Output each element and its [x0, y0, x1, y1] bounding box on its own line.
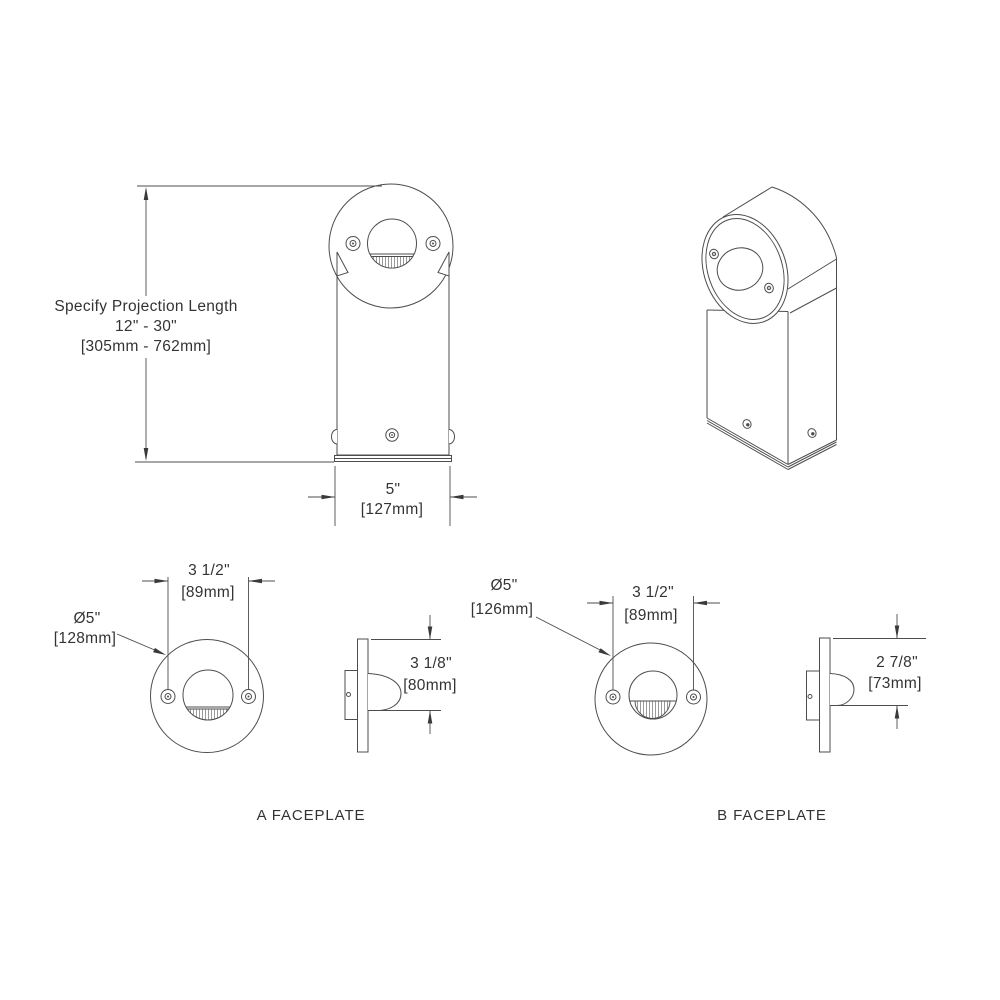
leader-arrow-icon — [153, 647, 166, 655]
collar-bottom-edge — [789, 287, 837, 314]
arrow-left-icon — [248, 578, 262, 584]
arrow-right-icon — [321, 494, 335, 500]
arrow-down-icon — [427, 626, 433, 640]
collar-top-edge — [787, 258, 837, 290]
leader-line — [116, 633, 158, 652]
screw-icon — [742, 419, 752, 429]
dimension-text: 3 1/2" — [632, 584, 674, 601]
lamp-opening — [716, 247, 764, 291]
projection-dimension: 2 7/8" [73mm] — [832, 614, 926, 729]
base-plate-edge — [787, 441, 837, 468]
arrow-right-icon — [599, 600, 613, 606]
cylinder-top-edge — [722, 186, 773, 218]
screw-icon — [764, 282, 774, 294]
arrow-left-icon — [450, 494, 464, 500]
arrow-up-icon — [143, 187, 149, 200]
faceplate-b-side: 2 7/8" [73mm] — [806, 614, 926, 753]
screw-icon — [807, 428, 817, 438]
dimension-text: Ø5" — [490, 577, 517, 594]
dimension-text: [89mm] — [624, 607, 677, 624]
diameter-dimension: Ø5" [128mm] — [54, 610, 166, 655]
dome-profile — [829, 673, 855, 706]
screw-icon — [346, 692, 351, 697]
dimension-text: [128mm] — [54, 630, 116, 647]
perspective-view — [701, 186, 837, 470]
base-plate-edge — [787, 444, 837, 470]
arrow-right-icon — [154, 578, 168, 584]
dimension-text: 3 1/8" — [410, 655, 452, 672]
side-screw-bump-right — [448, 429, 455, 445]
dimension-text: 12" - 30" — [115, 318, 177, 335]
projection-length-dimension: Specify Projection Length 12" - 30" [305… — [54, 185, 382, 463]
base-plate-edge — [706, 420, 789, 468]
faceplate-a-side: 3 1/8" [80mm] — [344, 615, 456, 753]
arrow-up-icon — [427, 710, 433, 724]
dimension-text: 2 7/8" — [876, 654, 918, 671]
faceplate-a-label: A FACEPLATE — [257, 807, 366, 824]
front-view: Specify Projection Length 12" - 30" [305… — [54, 183, 477, 526]
dimension-text: Specify Projection Length — [54, 298, 237, 315]
width-dimension: 5" [127mm] — [308, 466, 477, 526]
screw-icon — [709, 248, 719, 260]
plate-profile — [357, 638, 369, 753]
diameter-dimension: Ø5" [126mm] — [471, 577, 611, 656]
faceplate-a-front: 3 1/2" [89mm] Ø5" [128mm] — [54, 562, 275, 753]
dimension-text: [73mm] — [868, 675, 921, 692]
louvre-lens — [370, 256, 414, 269]
faceplate-b-label: B FACEPLATE — [717, 807, 827, 824]
dimension-text: [127mm] — [361, 501, 423, 518]
screw-icon — [807, 694, 813, 699]
projection-dimension: 3 1/8" [80mm] — [369, 615, 456, 734]
box-bottom-right-edge — [787, 439, 837, 465]
louvre-bowl — [634, 700, 671, 719]
base-plate-edge — [706, 422, 789, 470]
dimension-text: Ø5" — [73, 610, 100, 627]
louvre-lens — [186, 708, 230, 721]
faceplate-b-front: 3 1/2" [89mm] Ø5" [126mm] — [471, 577, 720, 756]
arrow-down-icon — [143, 448, 149, 461]
screw-spacing-dimension: 3 1/2" [89mm] — [587, 584, 720, 690]
side-screw-bump-left — [331, 429, 338, 445]
box-bottom-front-edge — [706, 417, 789, 465]
dimension-text: 3 1/2" — [188, 562, 230, 579]
dimension-text: [305mm - 762mm] — [81, 338, 211, 355]
body-corner-right — [437, 251, 450, 277]
dome-profile — [367, 673, 402, 711]
leader-line — [535, 616, 603, 652]
dimension-text: [126mm] — [471, 601, 533, 618]
cylinder-back-rim — [771, 186, 837, 260]
arrow-left-icon — [693, 600, 707, 606]
plate-profile — [819, 637, 831, 753]
faceplate-rim — [705, 218, 785, 320]
leader-arrow-icon — [598, 648, 611, 656]
dimension-text: [89mm] — [181, 584, 234, 601]
body-corner-left — [336, 251, 349, 277]
arrow-down-icon — [894, 625, 900, 639]
dimension-text: [80mm] — [403, 677, 456, 694]
arrow-up-icon — [894, 705, 900, 719]
dimension-text: 5" — [386, 481, 401, 498]
screw-spacing-dimension: 3 1/2" [89mm] — [142, 562, 275, 690]
